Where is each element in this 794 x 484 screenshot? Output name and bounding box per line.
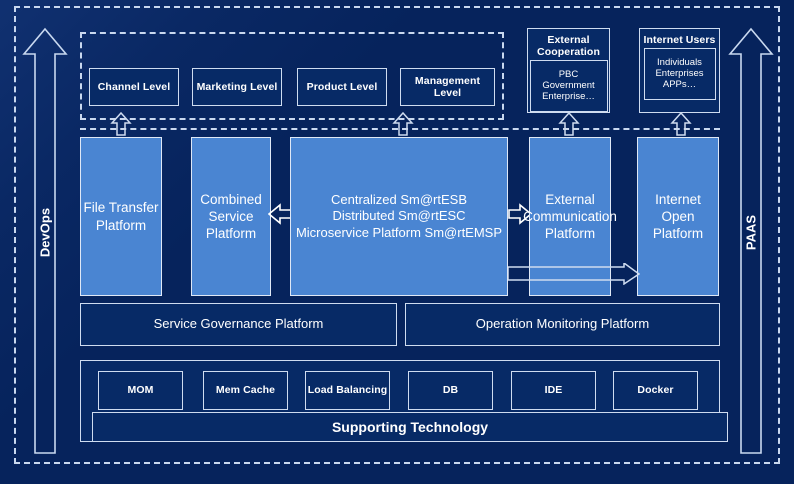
supporting-technology-label: Supporting Technology	[331, 418, 489, 435]
internet-users-inner: Individuals Enterprises APPs…	[643, 48, 716, 101]
connector-arrow-internet-open	[670, 112, 692, 136]
platform-file-transfer[interactable]: File Transfer Platform	[80, 137, 162, 296]
connector-arrow-file-transfer	[110, 112, 132, 136]
devops-label: DevOps	[37, 207, 53, 258]
supporting-technology-bar[interactable]: Supporting Technology	[92, 412, 728, 442]
platform-core-integration-label: Centralized Sm@rtESB Distributed Sm@rtES…	[296, 192, 502, 242]
internet-users-title: Internet Users	[643, 34, 716, 46]
arrow-core-to-internet-open	[508, 263, 640, 285]
service-governance-platform[interactable]: Service Governance Platform	[80, 303, 397, 346]
internet-users-box[interactable]: Internet Users Individuals Enterprises A…	[639, 28, 720, 113]
tech-box-load-balancing[interactable]: Load Balancing	[305, 371, 390, 410]
platform-combined-service[interactable]: Combined Service Platform	[191, 137, 271, 296]
platform-core-integration[interactable]: Centralized Sm@rtESB Distributed Sm@rtES…	[290, 137, 508, 296]
core-line-esb: Centralized Sm@rtESB	[330, 191, 468, 207]
platform-external-communication[interactable]: External Communication Platform	[523, 137, 617, 296]
external-cooperation-inner: PBC Government Enterprise…	[529, 60, 608, 112]
operation-monitoring-platform[interactable]: Operation Monitoring Platform	[405, 303, 720, 346]
tech-box-ide[interactable]: IDE	[511, 371, 596, 410]
tech-box-mem-cache[interactable]: Mem Cache	[203, 371, 288, 410]
external-cooperation-title: External Cooperation	[537, 34, 600, 59]
devops-arrow	[22, 26, 68, 456]
level-box-product[interactable]: Product Level	[297, 68, 387, 106]
platform-file-transfer-label: File Transfer Platform	[83, 200, 159, 233]
tech-box-mom[interactable]: MOM	[98, 371, 183, 410]
platform-external-communication-label: External Communication Platform	[523, 191, 617, 242]
arrow-core-to-external-communication	[508, 202, 532, 226]
arrow-core-to-combined	[268, 202, 292, 226]
level-box-management[interactable]: Management Level	[400, 68, 495, 106]
external-cooperation-box[interactable]: External Cooperation PBC Government Ente…	[527, 28, 610, 113]
platform-dashed-separator	[80, 128, 720, 130]
core-line-esc: Distributed Sm@rtESC	[332, 208, 466, 224]
tech-box-docker[interactable]: Docker	[613, 371, 698, 410]
outer-dashed-boundary	[14, 6, 780, 464]
paas-label: PAAS	[743, 214, 759, 251]
business-levels-container	[80, 32, 504, 120]
level-box-channel[interactable]: Channel Level	[89, 68, 179, 106]
platform-combined-service-label: Combined Service Platform	[200, 191, 262, 242]
tech-box-db[interactable]: DB	[408, 371, 493, 410]
connector-arrow-core-platform	[392, 112, 414, 136]
level-box-marketing[interactable]: Marketing Level	[192, 68, 282, 106]
platform-internet-open-label: Internet Open Platform	[652, 191, 704, 242]
platform-internet-open[interactable]: Internet Open Platform	[637, 137, 719, 296]
paas-arrow	[728, 26, 774, 456]
core-line-emsp: Microservice Platform Sm@rtEMSP	[295, 224, 503, 240]
connector-arrow-external-communication	[558, 112, 580, 136]
